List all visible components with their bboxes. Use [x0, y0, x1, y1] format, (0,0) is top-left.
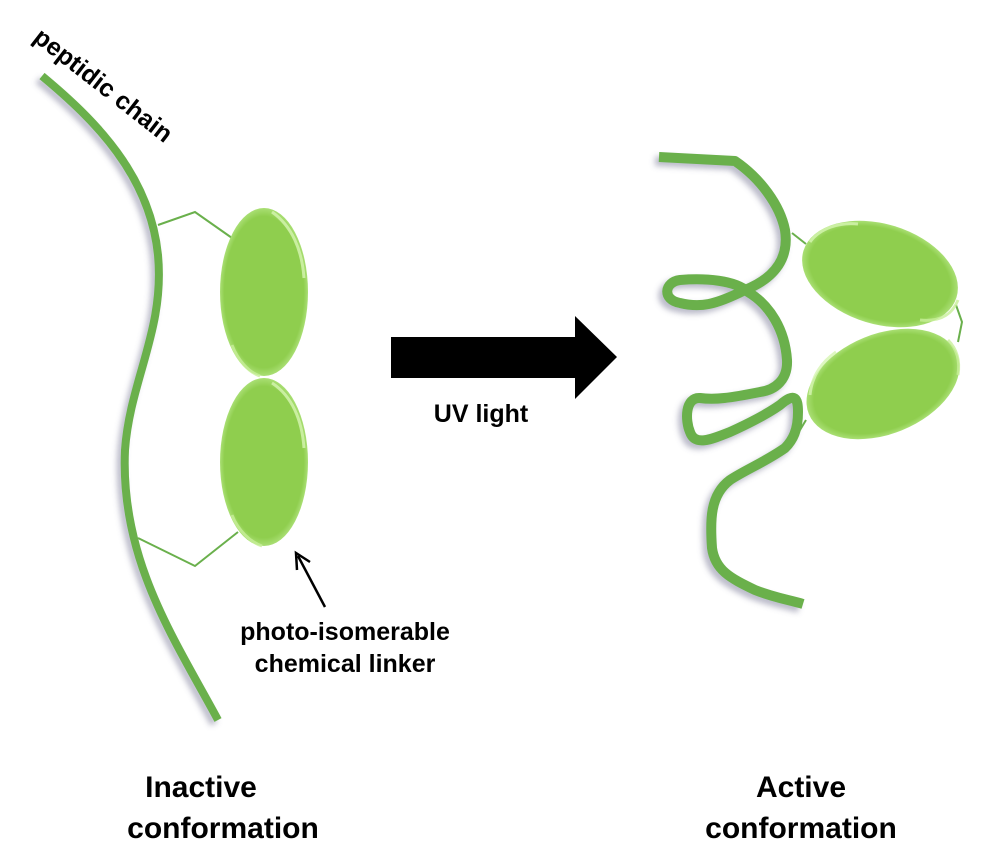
inactive-state-label-line2: conformation	[127, 812, 319, 845]
active-domain-bottom	[806, 328, 961, 440]
inactive-linkers	[137, 210, 239, 568]
active-linkers	[791, 232, 964, 431]
inactive-peptide-chain	[39, 72, 222, 722]
linker-pointer-arrow	[294, 550, 327, 608]
linker-label-line1: photo-isomerable	[240, 618, 450, 646]
active-state-label-line2: conformation	[705, 812, 897, 845]
uv-transition-arrow	[391, 316, 617, 399]
active-domain-top	[802, 220, 960, 328]
linker-label-line2: chemical linker	[255, 650, 436, 678]
active-peptide-chain	[658, 152, 805, 609]
inactive-domain-bottom	[220, 378, 308, 548]
uv-light-label: UV light	[434, 400, 529, 428]
active-state-label-line1: Active	[756, 771, 846, 804]
inactive-state-label-line1: Inactive	[145, 771, 257, 804]
inactive-domain-top	[220, 208, 308, 378]
